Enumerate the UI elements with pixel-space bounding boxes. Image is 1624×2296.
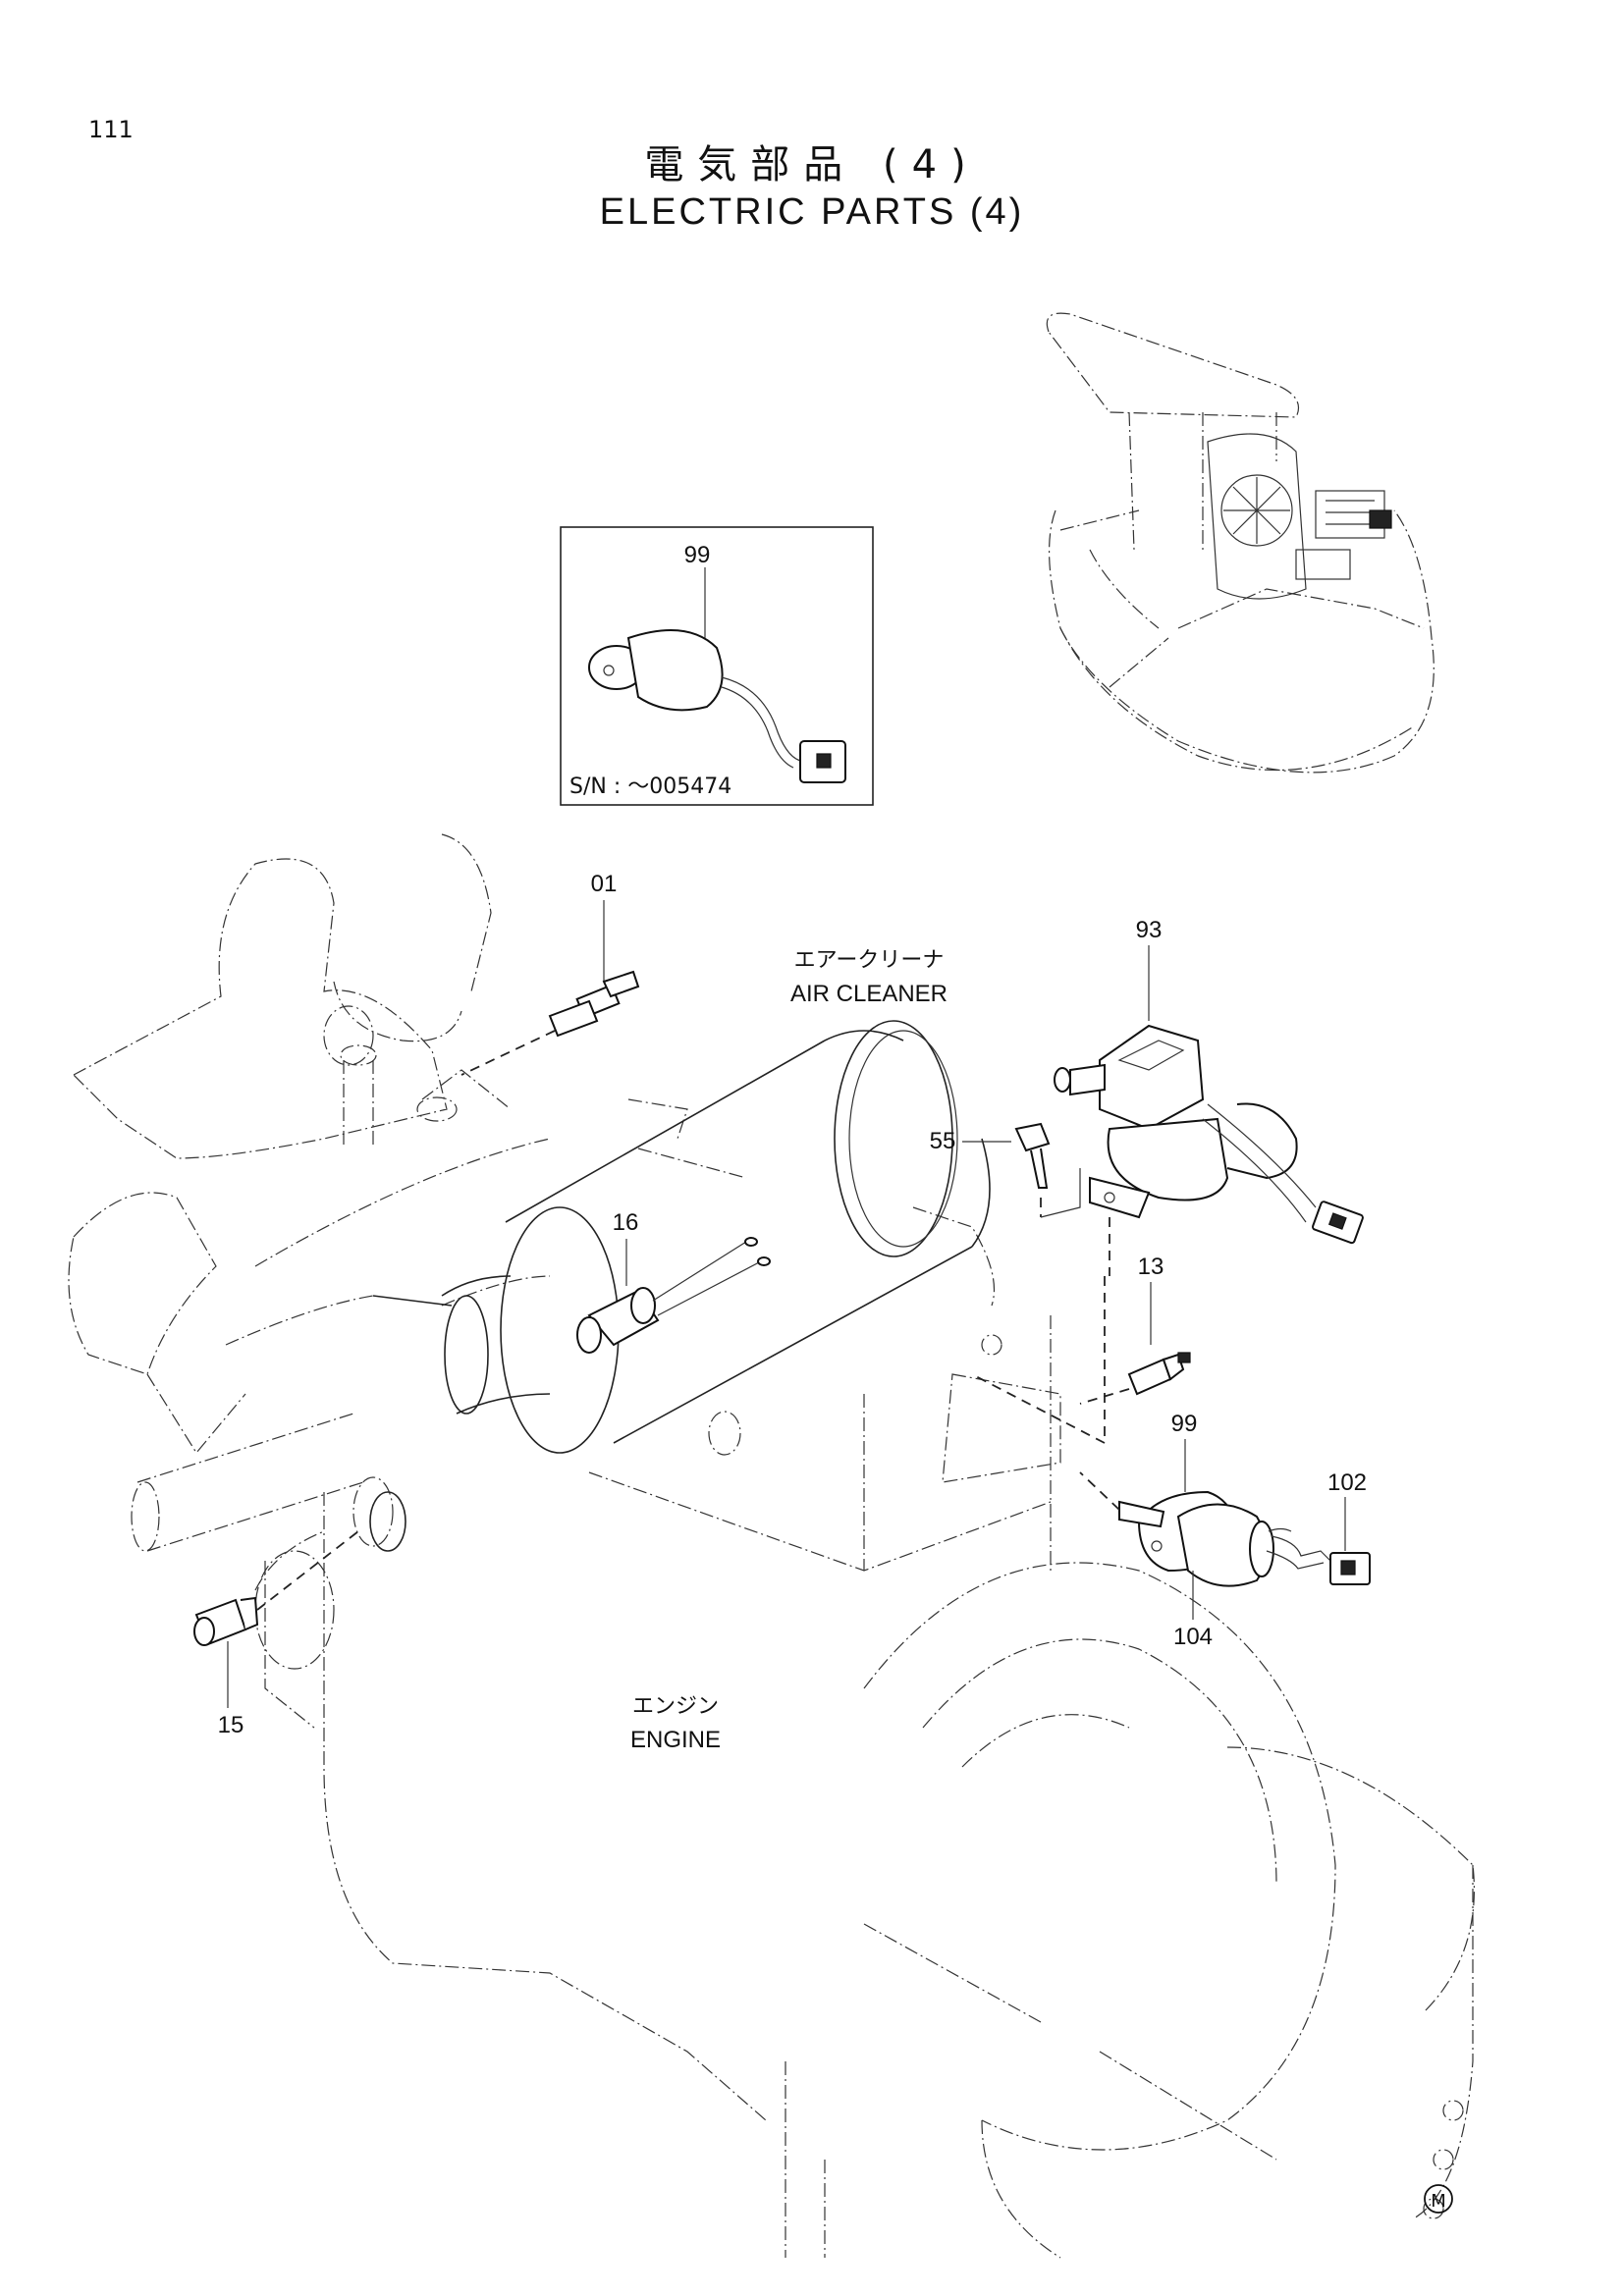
machine-overview xyxy=(1046,312,1435,774)
page-number: 111 xyxy=(88,116,134,143)
svg-text:M: M xyxy=(1431,2191,1446,2212)
inset-callout-99: 99 xyxy=(684,542,711,568)
part-93-fuel-pump xyxy=(971,945,1364,1444)
engine-outline xyxy=(68,833,1476,2259)
inset-box xyxy=(560,526,874,806)
part-16-sensor xyxy=(576,1237,771,1354)
part-99-solenoid xyxy=(1079,1439,1336,1587)
part-01-sensor xyxy=(460,900,640,1076)
callout-55: 55 xyxy=(930,1128,956,1154)
callout-15: 15 xyxy=(218,1712,244,1738)
callout-102: 102 xyxy=(1327,1469,1367,1496)
part-102-connector xyxy=(1329,1497,1371,1585)
title-japanese: 電気部品 (4) xyxy=(644,142,980,187)
part-15-sensor xyxy=(193,1530,359,1708)
callout-99: 99 xyxy=(1171,1411,1198,1437)
callout-13: 13 xyxy=(1138,1254,1164,1280)
part-13-sensor xyxy=(1079,1282,1191,1405)
circled-m-mark: M xyxy=(1424,2184,1453,2214)
title-english: ELECTRIC PARTS (4) xyxy=(599,191,1025,233)
label-engine-en: ENGINE xyxy=(630,1727,721,1753)
callout-16: 16 xyxy=(613,1209,639,1236)
label-air-cleaner-en: AIR CLEANER xyxy=(790,981,947,1007)
label-engine-jp: エンジン xyxy=(632,1694,719,1719)
inset-serial-note: S/N : ～005474 xyxy=(569,774,731,799)
air-cleaner xyxy=(369,1020,991,1552)
callout-01: 01 xyxy=(591,871,618,897)
callout-93: 93 xyxy=(1136,917,1163,943)
label-air-cleaner-jp: エアークリーナ xyxy=(794,948,945,973)
part-55-bolt xyxy=(962,1122,1081,1218)
callout-104: 104 xyxy=(1173,1624,1213,1650)
